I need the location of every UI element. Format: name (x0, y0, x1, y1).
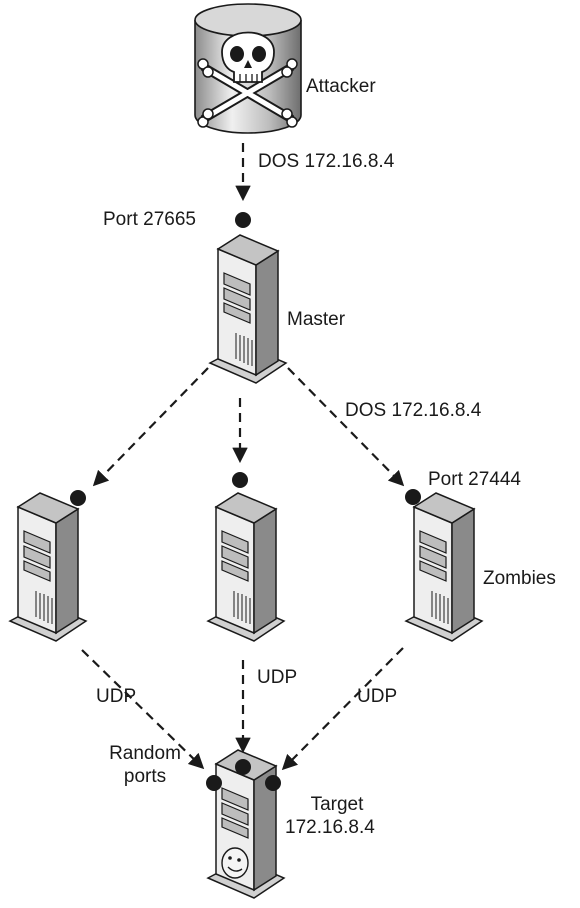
target-label-line1: Target (310, 794, 364, 815)
zombie-server-icon-left (9, 492, 87, 642)
target-label-line2: 172.16.8.4 (285, 817, 375, 838)
attacker-icon (194, 3, 302, 134)
port-dot-icon-zombie-middle (232, 472, 248, 488)
port-dots (70, 212, 421, 791)
random-ports-label-line1: Random (109, 743, 181, 764)
udp-label-left: UDP (96, 686, 137, 707)
arrow-master-to-zombie-left (92, 367, 209, 487)
connection-arrows (81, 143, 405, 771)
udp-label-middle: UDP (257, 667, 298, 688)
arrow-master-to-zombie-right (287, 367, 405, 487)
zombie-server-icon-right (405, 492, 483, 642)
master-server-icon (209, 234, 287, 384)
port-dot-icon-target-left (206, 775, 222, 791)
port-dot-icon-target-middle (235, 759, 251, 775)
port-dot-icon-target-right (265, 775, 281, 791)
zombies-label: Zombies (483, 568, 556, 589)
attacker-command-label: DOS 172.16.8.4 (258, 151, 395, 172)
attacker-label: Attacker (306, 76, 376, 97)
zombie-port-label: Port 27444 (428, 469, 521, 490)
master-label: Master (287, 309, 346, 330)
udp-label-right: UDP (357, 686, 398, 707)
port-dot-icon-zombie-left (70, 490, 86, 506)
arrow-zombie-right-to-target (281, 647, 404, 771)
zombie-server-icon-middle (207, 492, 285, 642)
master-port-label: Port 27665 (103, 209, 196, 230)
port-dot-icon-zombie-right (405, 489, 421, 505)
master-command-label: DOS 172.16.8.4 (345, 400, 482, 421)
random-ports-label-line2: ports (123, 766, 167, 787)
port-dot-icon-master (235, 212, 251, 228)
arrow-zombie-left-to-target (81, 649, 205, 770)
